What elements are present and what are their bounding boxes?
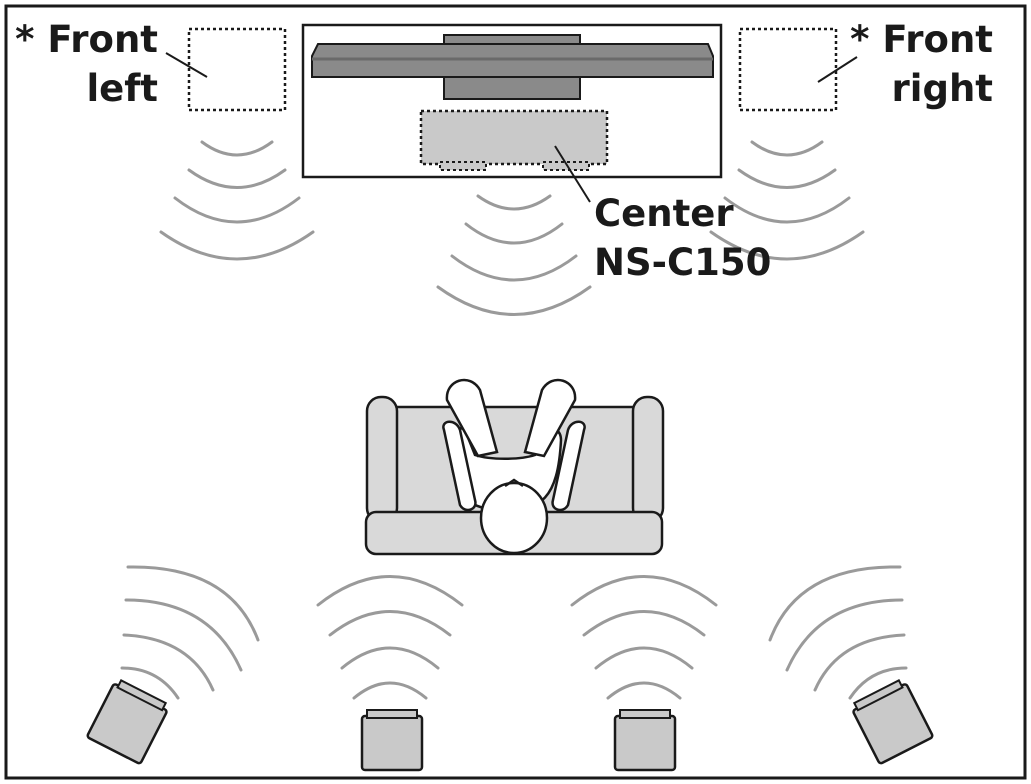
center-sound-waves: [436, 194, 592, 316]
front-left-label-line1: * Front: [15, 18, 158, 61]
surround-right-sound-waves: [768, 565, 908, 700]
surround-left-sound-waves: [120, 565, 260, 700]
front-right-label-line1: * Front: [850, 18, 993, 61]
tv-icon: [311, 34, 714, 100]
front-left-label-line2: left: [86, 67, 158, 110]
surround-back-right-speaker-icon: [613, 709, 677, 772]
center-label-line2: NS-C150: [594, 241, 771, 284]
surround-back-right-sound-waves: [570, 575, 718, 700]
center-leader-line: [554, 145, 591, 203]
front-left-sound-waves: [159, 140, 315, 261]
surround-back-left-sound-waves: [316, 575, 464, 700]
front-left-leader-line: [165, 52, 208, 78]
person-topdown-icon: [442, 378, 586, 555]
front-right-label-line2: right: [892, 67, 993, 110]
surround-back-left-speaker-icon: [360, 709, 424, 772]
front-right-leader-line: [817, 56, 858, 83]
center-label-line1: Center: [594, 192, 734, 235]
front-right-speaker-placeholder-icon: [738, 27, 838, 112]
front-left-speaker-placeholder-icon: [187, 27, 287, 112]
surround-left-speaker-icon: [86, 679, 168, 765]
surround-right-speaker-icon: [852, 679, 934, 765]
center-speaker-icon: [419, 109, 609, 171]
front-right-sound-waves: [709, 140, 865, 261]
